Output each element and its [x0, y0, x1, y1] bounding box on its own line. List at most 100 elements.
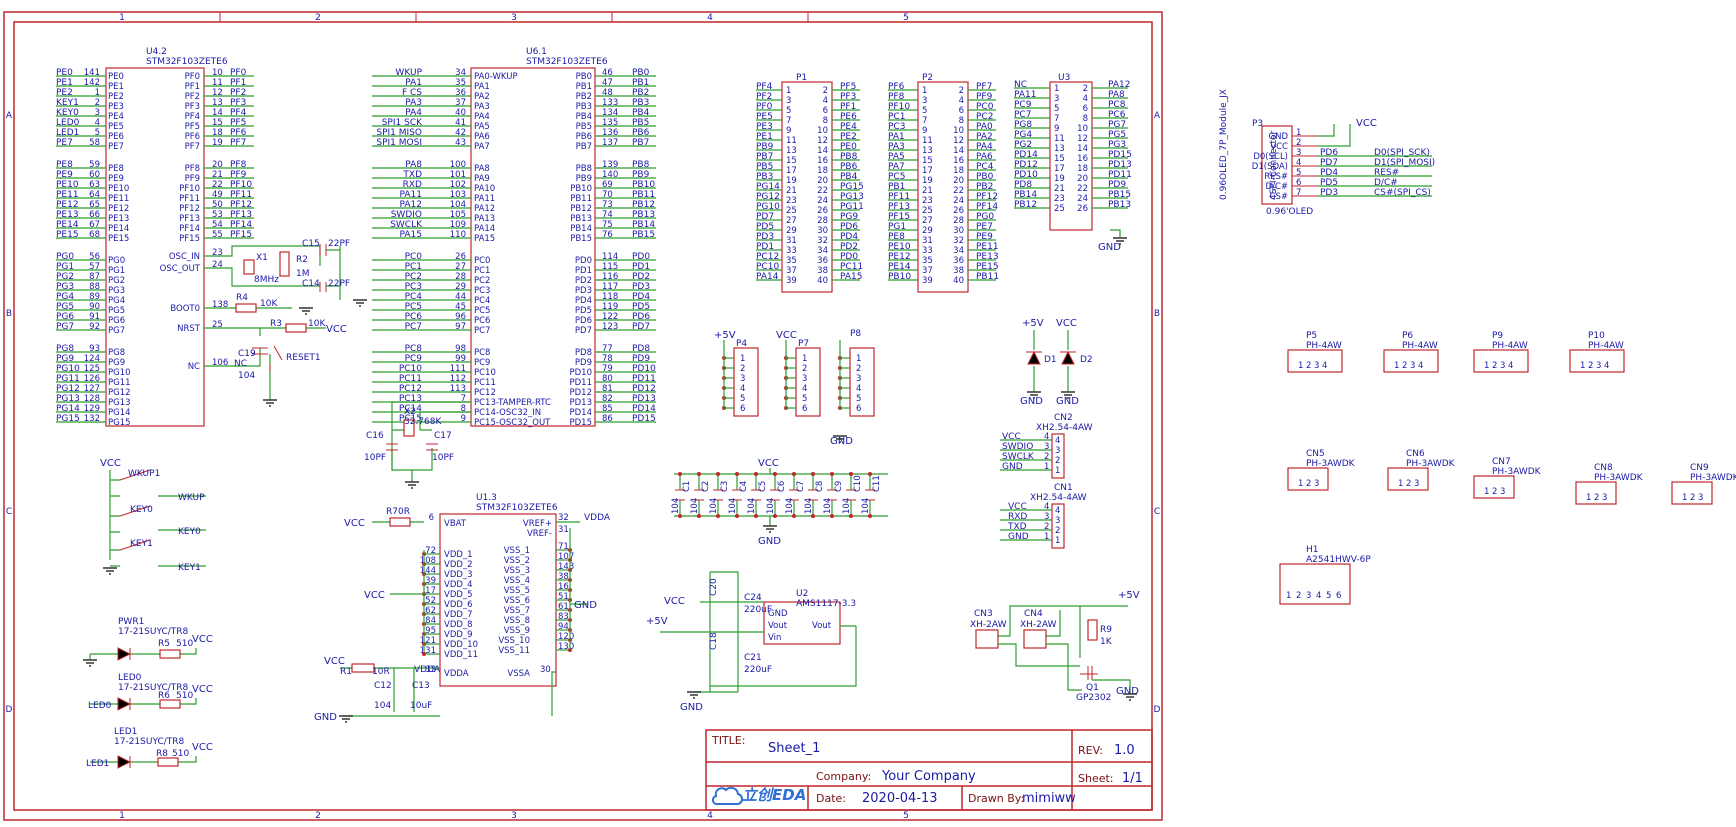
- junction-dot: [678, 472, 682, 476]
- header-p2[interactable]: P2: [917, 73, 969, 293]
- p1-net-PG15: PG15: [840, 182, 864, 192]
- u42-pinnum-21: 21: [212, 170, 223, 180]
- u42-net-PG2: PG2: [56, 272, 74, 282]
- p1-net-PE1: PE1: [756, 132, 773, 142]
- crystal-x2[interactable]: [403, 419, 415, 437]
- u4-2-symbol[interactable]: U4.2 STM32F103ZETE6: [105, 47, 228, 427]
- motor-section[interactable]: CN3 XH-2AW CN4 XH-2AW R9 1K Q1 GP2302 +5…: [970, 590, 1140, 703]
- u42-pin-PF2: PF2: [185, 92, 200, 102]
- connector-cn1[interactable]: CN1 XH2.54-4AW: [1030, 483, 1087, 549]
- u13-pin-vdd_5: VDD_5: [444, 590, 473, 600]
- connector-cn6[interactable]: [1387, 467, 1429, 491]
- u6-1-symbol[interactable]: U6.1 STM32F103ZETE6: [470, 47, 608, 427]
- gnd-label-d2: GND: [1056, 396, 1079, 407]
- vcc-label-d2: VCC: [1056, 318, 1077, 329]
- u6-1-value: STM32F103ZETE6: [526, 57, 608, 67]
- resistor-r7[interactable]: [389, 517, 411, 527]
- cn1-pin-4: 4: [1055, 506, 1060, 516]
- u61-net-PC14: PC14: [399, 404, 422, 414]
- connector-cn9[interactable]: [1671, 481, 1713, 505]
- resistor-r3[interactable]: [285, 323, 307, 333]
- p2-pin-21: 21: [922, 186, 933, 196]
- connector-p6[interactable]: [1383, 349, 1439, 373]
- p1-pin-30: 30: [817, 226, 828, 236]
- u61-pinnum-117: 117: [602, 282, 618, 292]
- ground-icon: [339, 715, 353, 723]
- p7-pin-2: 2: [802, 364, 807, 374]
- oled-connector-p3[interactable]: P3 0.96'OLED 0.96OLED_7P_Module_JX 4SPI-…: [1219, 89, 1313, 217]
- connector-cn4[interactable]: [1023, 629, 1047, 649]
- p1-pin-32: 32: [817, 236, 828, 246]
- key-key1-ref[interactable]: KEY1: [130, 539, 153, 549]
- u61-pinnum-69: 69: [602, 180, 613, 190]
- c16-value: 10PF: [364, 453, 386, 463]
- u61-net-PD15: PD15: [632, 414, 656, 424]
- junction-dot: [811, 472, 815, 476]
- connector-cn5[interactable]: [1287, 467, 1329, 491]
- resistor-r4[interactable]: [235, 303, 257, 313]
- connector-cn8[interactable]: [1575, 481, 1617, 505]
- junction-dot: [735, 472, 739, 476]
- u13-pinnum-108: 108: [420, 556, 436, 566]
- header-p8[interactable]: P8 GND: [830, 329, 875, 447]
- p2-net-PA7: PA7: [888, 162, 905, 172]
- u42-net-KEY0: KEY0: [56, 108, 79, 118]
- p3-pinnum-6: 6: [1296, 178, 1301, 188]
- u42-pinnum-15: 15: [212, 118, 223, 128]
- u13-pinnum-94: 94: [558, 622, 569, 632]
- resistor-r2[interactable]: [279, 251, 290, 277]
- u1-3-symbol[interactable]: U1.3 STM32F103ZETE6: [439, 493, 558, 687]
- diodes-d1-d2[interactable]: +5V VCC D1 D2 GND GND: [1020, 318, 1093, 407]
- resistor-r5[interactable]: [159, 649, 181, 659]
- resistor-r1[interactable]: [351, 663, 375, 673]
- u42-pin-PE6: PE6: [108, 132, 124, 142]
- u3-net-PD13: PD13: [1108, 160, 1132, 170]
- connector-cn7[interactable]: [1473, 475, 1515, 499]
- header-u3[interactable]: U3: [1049, 73, 1093, 231]
- u61-net-PD8: PD8: [632, 344, 650, 354]
- u42-pin-PG14: PG14: [108, 408, 131, 418]
- connector-h1[interactable]: [1279, 563, 1351, 605]
- header-p1[interactable]: P1: [781, 73, 833, 293]
- header-p4[interactable]: P4 +5V: [714, 330, 759, 417]
- resistor-r6[interactable]: [159, 699, 181, 709]
- connector-p9[interactable]: [1473, 349, 1529, 373]
- cap-value-C1: 104: [671, 498, 681, 514]
- connector-p5-pin-4: 4: [1322, 361, 1327, 371]
- u42-pinnum-5: 5: [95, 128, 100, 138]
- u13-pinnum-61: 61: [558, 602, 569, 612]
- u61-pinnum-82: 82: [602, 394, 613, 404]
- connector-cn3[interactable]: [975, 629, 999, 649]
- u61-pin-PA14: PA14: [474, 224, 495, 234]
- connector-cn2[interactable]: CN2 XH2.54-4AW: [1036, 413, 1093, 479]
- header-p7[interactable]: P7 VCC: [776, 330, 821, 417]
- resistor-r9[interactable]: [1087, 619, 1098, 641]
- u42-net-PE0: PE0: [56, 68, 73, 78]
- u42-pinnum-90: 90: [89, 302, 100, 312]
- key-key0-ref[interactable]: KEY0: [130, 505, 153, 515]
- cn4-ref: CN4: [1024, 609, 1043, 619]
- u42-pinnum-3: 3: [95, 108, 100, 118]
- u61-pin-PC6: PC6: [474, 316, 490, 326]
- regulator-u2[interactable]: U2 AMS1117-3.3 GND Vout Vin Vout: [763, 589, 856, 645]
- p3-net-3: D/C#: [1374, 178, 1398, 188]
- crystal-x1[interactable]: [243, 259, 255, 275]
- connector-h1-pin-5: 5: [1326, 591, 1331, 601]
- resistor-r8[interactable]: [157, 757, 179, 767]
- p1-pin-12: 12: [817, 136, 828, 146]
- u42-pin-PG7: PG7: [108, 326, 125, 336]
- u61-pinnum-42: 42: [455, 128, 466, 138]
- u61-pin-PC9: PC9: [474, 358, 490, 368]
- junction-dot: [422, 652, 426, 656]
- p2-net-PA1: PA1: [888, 132, 905, 142]
- connector-h1-value: A2541HWV-6P: [1306, 555, 1371, 565]
- p2-pin-17: 17: [922, 166, 933, 176]
- p2-net-PE9: PE9: [976, 232, 993, 242]
- key-wkup1-ref[interactable]: WKUP1: [128, 469, 160, 479]
- connector-p5[interactable]: [1287, 349, 1343, 373]
- u61-net-PA12: PA12: [400, 200, 422, 210]
- rtc-crystal-section: X2 32.768K C16 10PF C17 10PF: [364, 401, 471, 482]
- u61-net-PC1: PC1: [405, 262, 422, 272]
- u13-pinnum-144: 144: [420, 566, 436, 576]
- connector-p10[interactable]: [1569, 349, 1625, 373]
